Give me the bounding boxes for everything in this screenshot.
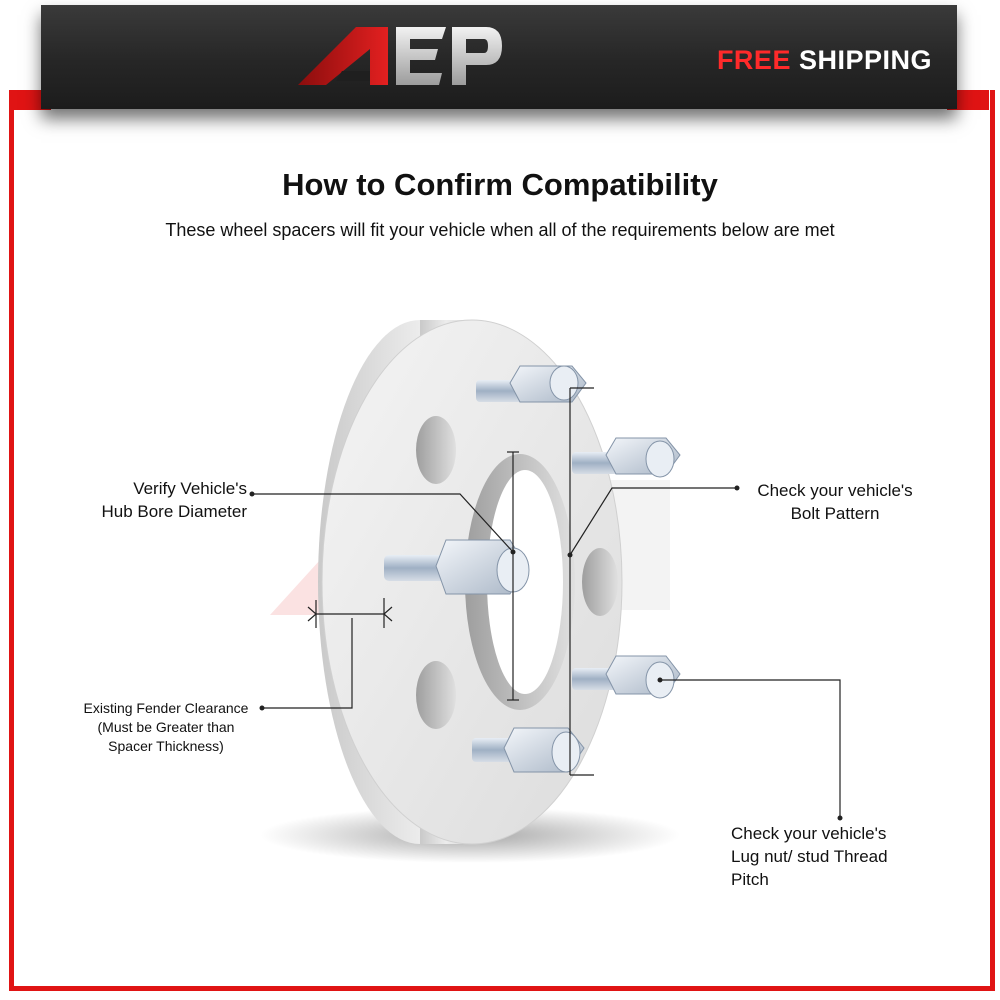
- red-border-frame: [9, 90, 995, 991]
- hub-bore-callout: Verify Vehicle's Hub Bore Diameter: [60, 477, 247, 523]
- lug-hole: [416, 416, 456, 484]
- bolt-pattern-line-1: Check your vehicle's: [757, 481, 913, 500]
- stud-with-nut: [572, 437, 681, 478]
- thread-pitch-target-dot: [657, 677, 663, 683]
- lug-hole: [416, 661, 456, 729]
- bolt-pattern-line-2: Bolt Pattern: [790, 504, 880, 523]
- hub-bore-target-dot: [510, 549, 516, 555]
- stud-with-nut: [476, 365, 587, 403]
- page-title: How to Confirm Compatibility: [282, 167, 718, 202]
- stud-with-nut: [472, 727, 585, 773]
- thread-pitch-leader-dot: [837, 815, 843, 821]
- page-subtitle: These wheel spacers will fit your vehicl…: [165, 220, 835, 240]
- header-left-accent: [9, 90, 51, 110]
- fender-line-2: (Must be Greater than: [97, 719, 235, 735]
- hub-bore-dimension: [252, 451, 519, 701]
- fender-line-1: Existing Fender Clearance: [83, 700, 249, 716]
- bolt-pattern-leader-dot: [734, 485, 740, 491]
- bolt-pattern-target-dot: [567, 552, 573, 558]
- free-shipping-banner: FREE SHIPPING: [717, 45, 932, 76]
- fender-line-3: Spacer Thickness): [108, 738, 224, 754]
- thread-pitch-line-3: Pitch: [731, 870, 769, 889]
- header-banner: FREE SHIPPING: [41, 5, 957, 109]
- bolt-pattern-callout: Check your vehicle's Bolt Pattern: [740, 479, 930, 525]
- fender-clearance-dimension: [262, 598, 393, 709]
- hub-bore-line-1: Verify Vehicle's: [133, 479, 247, 498]
- aep-logo: [298, 27, 502, 85]
- hub-bore-leader-dot: [249, 491, 255, 497]
- header-right-accent: [947, 90, 989, 110]
- thread-pitch-line-2: Lug nut/ stud Thread: [731, 847, 888, 866]
- fender-clearance-callout: Existing Fender Clearance (Must be Great…: [66, 699, 266, 756]
- hub-bore-line-2: Hub Bore Diameter: [101, 502, 247, 521]
- bolt-pattern-dimension: [569, 387, 737, 776]
- lug-hole: [582, 548, 618, 616]
- thread-pitch-callout: Check your vehicle's Lug nut/ stud Threa…: [731, 822, 951, 891]
- thread-pitch-line-1: Check your vehicle's: [731, 824, 887, 843]
- free-label: FREE: [716, 45, 791, 75]
- thread-pitch-leader: [660, 679, 841, 818]
- fender-leader-dot: [259, 705, 265, 711]
- shipping-label: SHIPPING: [798, 45, 932, 75]
